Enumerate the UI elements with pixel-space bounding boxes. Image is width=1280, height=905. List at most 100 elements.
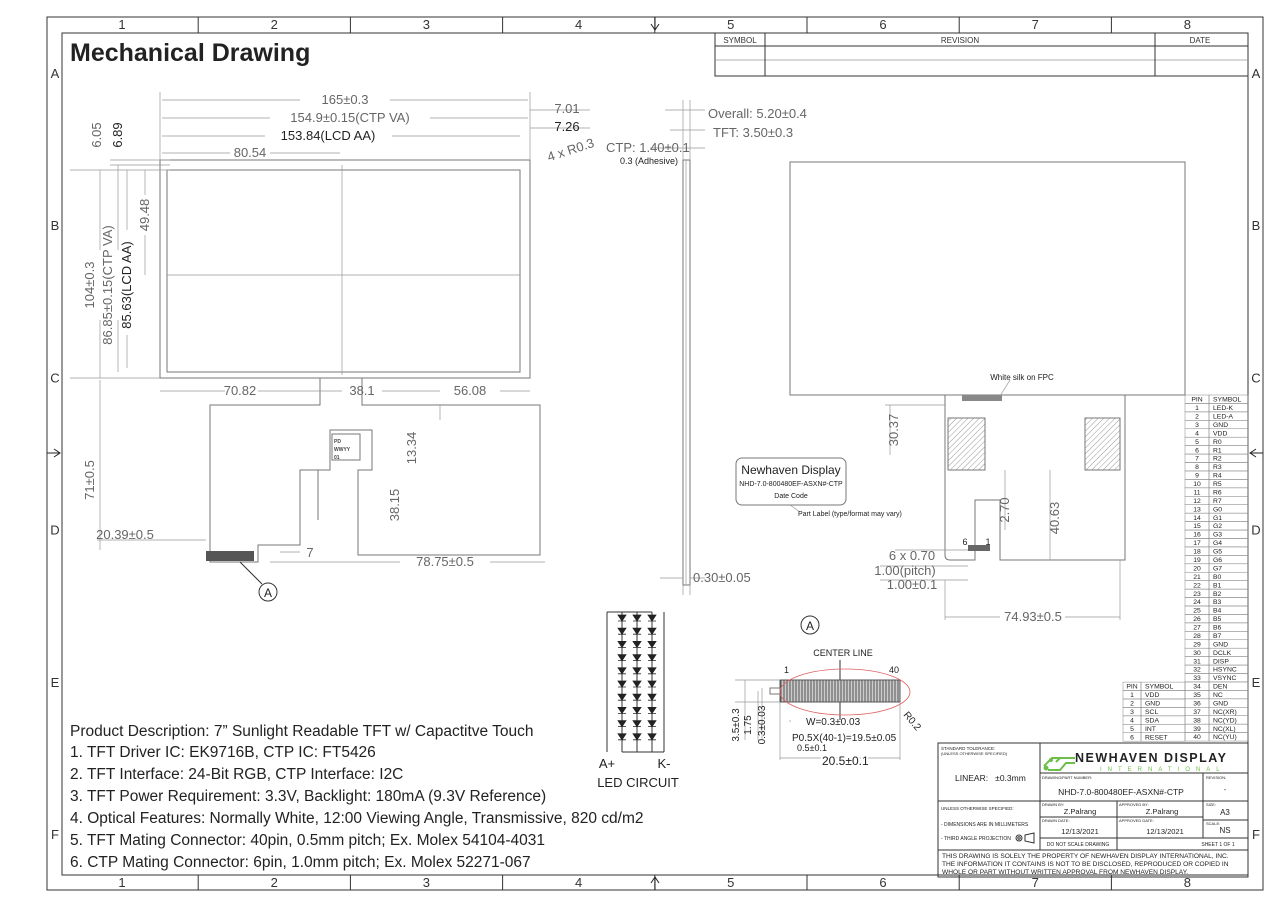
pin-number: 1: [1195, 405, 1199, 412]
approved-by: Z.Palrang: [1146, 807, 1179, 816]
zone-row-label: B: [51, 218, 60, 233]
detail-edge: 0.5±0.1: [797, 743, 827, 753]
pin-number: 38: [1193, 717, 1201, 724]
newhaven-logo: NEWHAVEN DISPLAY INTERNATIONAL: [1043, 751, 1228, 773]
pin-number: 4: [1195, 430, 1199, 437]
pin-table-row: 39 NC(XL): [1184, 723, 1249, 733]
approved-date-label: APPROVED DATE:: [1119, 818, 1154, 823]
dim-back-fpc-offset-x: 74.93±0.5: [1004, 609, 1062, 624]
overall-thickness: Overall: 5.20±0.4: [708, 106, 807, 121]
pin-number: 18: [1193, 549, 1201, 556]
dim-lcd-aa-width: 153.84(LCD AA): [281, 128, 376, 143]
zone-row-label: C: [1251, 370, 1260, 385]
dim-center-y: 49.48: [137, 199, 152, 232]
pin-number: 14: [1193, 515, 1201, 522]
pin-symbol: B3: [1213, 599, 1222, 606]
zone-column-label: 8: [1184, 875, 1191, 890]
led-diode-icon: [647, 641, 657, 649]
approved-by-label: APPROVED BY:: [1119, 802, 1149, 807]
scale-value: NS: [1219, 826, 1230, 835]
pin-symbol: G6: [1213, 557, 1222, 564]
pin-number: 9: [1195, 473, 1199, 480]
logo-main: NEWHAVEN DISPLAY: [1075, 751, 1228, 765]
fpc-thickness: 0.30±0.05: [693, 570, 751, 585]
unless-label: UNLESS OTHERWISE SPECIFIED:: [941, 806, 1014, 811]
pin-symbol: G7: [1213, 565, 1222, 572]
zone-column-label: 3: [423, 875, 430, 890]
pin-number: 29: [1193, 641, 1201, 648]
zone-column-label: 7: [1032, 17, 1039, 32]
pin-number: 15: [1193, 523, 1201, 530]
dim-lcd-aa-height: 85.63(LCD AA): [119, 241, 134, 328]
size-label: SIZE:: [1206, 802, 1216, 807]
dim-top-offset-1: 6.05: [89, 122, 104, 147]
dim-ctp-va-height: 86.85±0.15(CTP VA): [100, 225, 115, 344]
pin-symbol: R2: [1213, 456, 1222, 463]
led-diode-icon: [647, 667, 657, 675]
revision-date-header: DATE: [1190, 36, 1211, 45]
pin-symbol: G4: [1213, 540, 1222, 547]
zone-column-label: 2: [271, 875, 278, 890]
zone-row-label: D: [1251, 523, 1260, 538]
led-diode-icon: [617, 667, 627, 675]
third-angle-projection-icon: [1015, 832, 1035, 844]
pin-number: PIN: [1126, 684, 1137, 691]
detail-a-marker: A: [264, 586, 272, 600]
center-line-label: CENTER LINE: [813, 648, 873, 658]
detail-contact-thickness: 0.3±0.03: [757, 705, 768, 744]
pin-symbol: R7: [1213, 498, 1222, 505]
pin-symbol: VDD: [1145, 692, 1159, 699]
pin-symbol: GND: [1213, 422, 1228, 429]
zone-row-label: D: [50, 523, 59, 538]
detail-height: 3.5±0.3: [731, 708, 742, 742]
logo-sub: INTERNATIONAL: [1100, 767, 1226, 773]
pin-number: 5: [1195, 439, 1199, 446]
pin-symbol: NC(XL): [1213, 726, 1236, 733]
led-diode-icon: [647, 720, 657, 728]
back-view: White silk on FPC 30.37 2.70 40.63 6 1 6…: [789, 161, 1186, 624]
size-value: A3: [1220, 808, 1230, 817]
led-diode-icon: [647, 627, 657, 635]
led-diode-icon: [617, 693, 627, 701]
notice-line: THE INFORMATION IT CONTAINS IS NOT TO BE…: [942, 861, 1229, 868]
dim-ctp-pins: 6 x 0.70: [889, 548, 935, 563]
pin-number: 33: [1193, 675, 1201, 682]
sheet-number: SHEET 1 OF 1: [1201, 842, 1234, 848]
approved-date: 12/13/2021: [1146, 827, 1184, 836]
pin-number: 20: [1193, 565, 1201, 572]
led-circuit: A+ K- LED CIRCUIT: [597, 611, 679, 790]
detail-contact-width: W=0.3±0.03: [806, 717, 861, 728]
revision-table: SYMBOL REVISION DATE: [714, 32, 1249, 77]
pin-number: 24: [1193, 599, 1201, 606]
pin-table-row: 20 G7: [1184, 563, 1249, 573]
led-diode-icon: [632, 641, 642, 649]
dim-ctp-pitch-tol: 1.00±0.1: [887, 577, 938, 592]
revision-symbol-header: SYMBOL: [723, 36, 757, 45]
pin-number: 12: [1193, 498, 1201, 505]
pin-symbol: B2: [1213, 591, 1222, 598]
detail-total-width: 20.5±0.1: [822, 754, 869, 768]
pin-symbol: GND: [1145, 701, 1160, 708]
pin-number: 39: [1193, 726, 1201, 733]
pin-number: 6: [1195, 447, 1199, 454]
led-diode-icon: [632, 680, 642, 688]
pin-number: 40: [1193, 734, 1201, 741]
pin-number: 17: [1193, 540, 1201, 547]
pin-symbol: B6: [1213, 625, 1222, 632]
pin-first-label: 1: [784, 665, 789, 675]
dim-fpc-right: 56.08: [454, 383, 487, 398]
led-diode-icon: [617, 627, 627, 635]
zone-row-label: A: [51, 66, 60, 81]
led-diode-icon: [632, 667, 642, 675]
led-diode-icon: [632, 654, 642, 662]
led-diode-icon: [617, 641, 627, 649]
